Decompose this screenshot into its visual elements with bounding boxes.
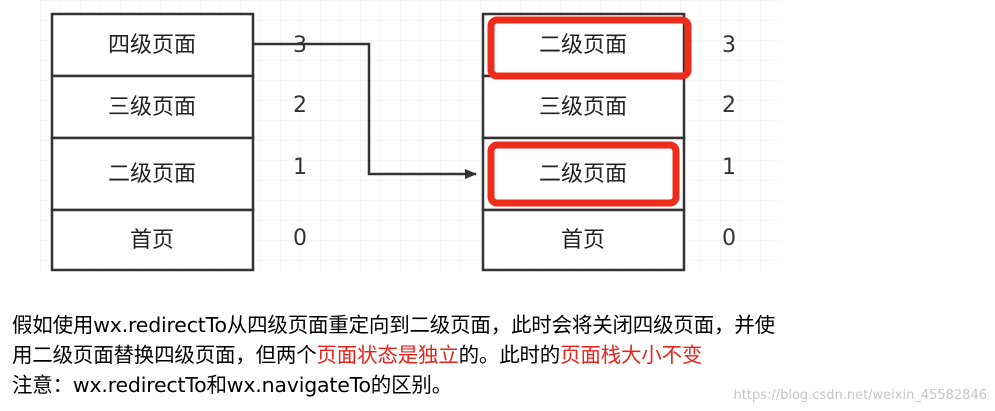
right-stack-row-3 [481,136,686,212]
left-stack-row-4 [50,208,255,272]
left-page-label: 二级页面 [108,162,196,187]
caption-line-1: 假如使用wx.redirectTo从四级页面重定向到二级页面，此时会将关闭四级页… [12,313,775,337]
right-page-label: 首页 [561,228,605,253]
right-stack-index: 3 [722,33,736,58]
caption-text: 的。此时的 [458,343,561,367]
caption-highlight: 页面状态是独立 [316,343,459,367]
caption-highlight: 页面栈大小不变 [560,343,703,367]
left-stack-index: 3 [293,33,307,58]
page-stack-diagram: 四级页面 三级页面 二级页面 首页 3 2 1 0 二级页面 三级页面 二级页面… [40,0,780,272]
caption: 假如使用wx.redirectTo从四级页面重定向到二级页面，此时会将关闭四级页… [12,310,987,400]
left-page-label: 四级页面 [108,33,196,58]
watermark: https://blog.csdn.net/weixin_45582846 [733,388,987,403]
left-stack-index: 2 [293,93,307,118]
right-stack-index: 0 [722,226,736,251]
right-stack: 二级页面 三级页面 二级页面 首页 3 2 1 0 [481,12,736,272]
right-stack-index: 1 [722,155,736,180]
right-page-label: 二级页面 [539,33,627,58]
right-page-label: 二级页面 [539,162,627,187]
left-stack: 四级页面 三级页面 二级页面 首页 3 2 1 0 [50,12,307,272]
right-stack-row-1 [481,12,686,78]
highlight-box-middle [487,141,680,207]
right-stack-index: 2 [722,93,736,118]
left-stack-row-3 [50,136,255,212]
right-stack-row-2 [481,74,686,140]
caption-line-2: 用二级页面替换四级页面，但两个页面状态是独立的。此时的页面栈大小不变 [12,340,987,370]
left-stack-row-2 [50,74,255,140]
right-page-label: 三级页面 [539,95,627,120]
left-page-label: 三级页面 [108,95,196,120]
highlight-box-top [487,16,692,80]
left-stack-index: 1 [293,155,307,180]
left-stack-row-1 [50,12,255,78]
caption-line-3: 注意：wx.redirectTo和wx.navigateTo的区别。 [12,373,452,397]
left-stack-index: 0 [293,226,307,251]
caption-text: 用二级页面替换四级页面，但两个 [12,343,317,367]
left-page-label: 首页 [130,228,174,253]
redirect-arrow [253,42,477,179]
right-stack-row-4 [481,208,686,272]
